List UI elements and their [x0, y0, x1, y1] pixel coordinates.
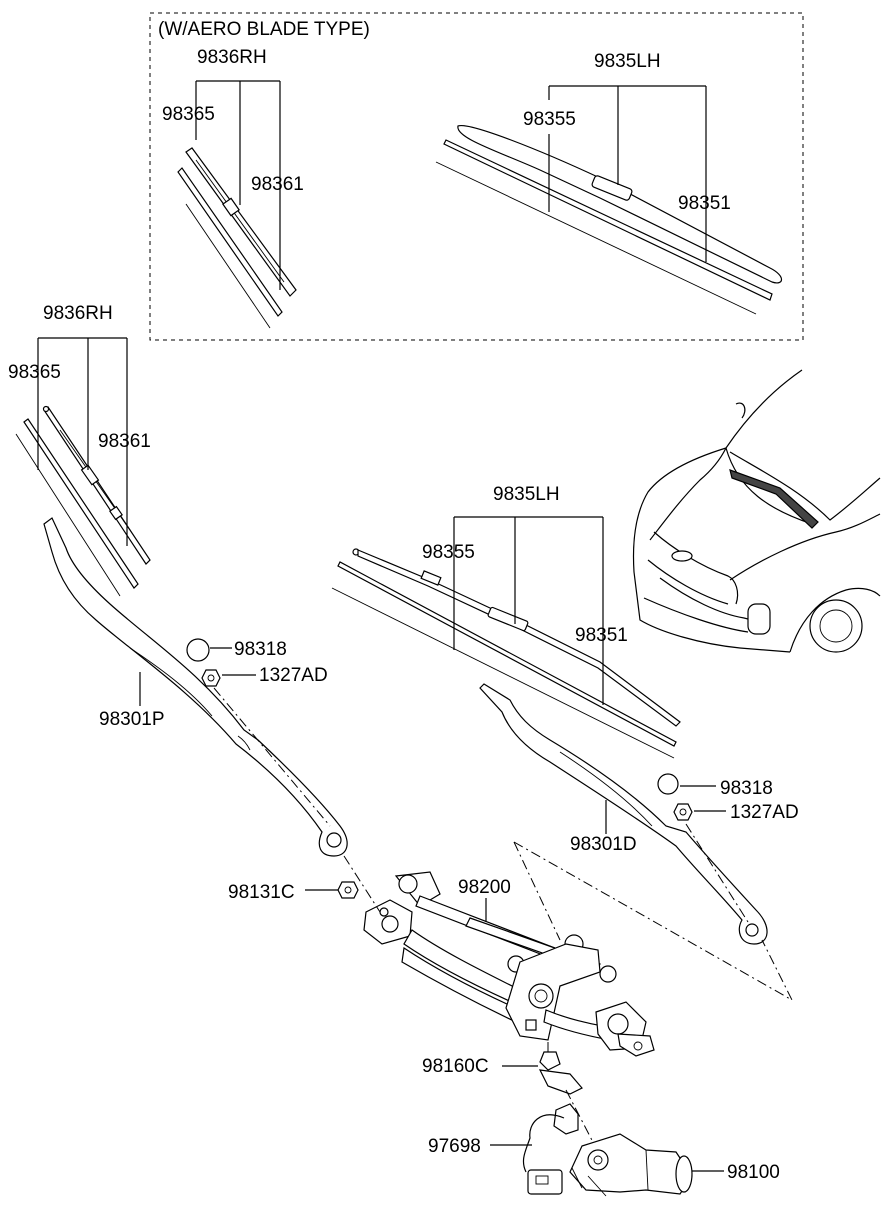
- aero-lh-blade-drawing: [435, 125, 783, 315]
- standard-lh-blade-label: 98351: [575, 625, 628, 646]
- connector-label: 97698: [428, 1136, 481, 1157]
- aero-lh-refill-label: 98355: [523, 109, 576, 130]
- standard-lh-assembly-label: 9835LH: [493, 484, 560, 505]
- lh-wiper-arm-section: 98318 1327AD 98301D: [479, 683, 799, 945]
- rh-cap-label: 98318: [234, 639, 287, 660]
- standard-rh-assembly-label: 9836RH: [43, 303, 113, 324]
- standard-rh-refill-label: 98365: [8, 362, 61, 383]
- pivot-nut-label: 98131C: [228, 882, 295, 903]
- linkage-assembly-drawing: [363, 871, 655, 1057]
- standard-rh-blade-section: 9836RH 98365 98361: [8, 303, 151, 597]
- aero-rh-blade-drawing: [177, 147, 297, 329]
- linkage-assembly-label: 98200: [458, 877, 511, 898]
- aero-lh-assembly-label: 9835LH: [594, 51, 661, 72]
- standard-lh-blade-section: 9835LH 98355 98351: [331, 484, 681, 759]
- lh-cap-label: 98318: [720, 778, 773, 799]
- standard-lh-blade-drawing: [331, 548, 681, 759]
- aero-blade-section: (W/AERO BLADE TYPE) 9836RH 98365 98361 9…: [149, 12, 804, 341]
- lh-nut-label: 1327AD: [730, 802, 799, 823]
- standard-rh-blade-label: 98361: [98, 431, 151, 452]
- standard-lh-refill-label: 98355: [422, 542, 475, 563]
- aero-lh-blade-label: 98351: [678, 193, 731, 214]
- rh-wiper-arm-section: 98318 1327AD 98301P: [43, 517, 348, 857]
- aero-rh-refill-label: 98365: [162, 104, 215, 125]
- standard-rh-blade-drawing: [15, 405, 151, 597]
- lh-wiper-arm-drawing: [479, 683, 768, 945]
- lh-arm-label: 98301D: [570, 834, 637, 855]
- rh-nut-label: 1327AD: [259, 665, 328, 686]
- motor-label: 98100: [727, 1162, 780, 1183]
- aero-rh-assembly-label: 9836RH: [197, 47, 267, 68]
- wiper-motor-drawing: [522, 1103, 693, 1197]
- vehicle-location-illustration: [632, 369, 881, 653]
- linkage-section: 98131C 98200 98160C 97698 98100: [228, 841, 794, 1197]
- crank-nut-label: 98160C: [422, 1056, 489, 1077]
- aero-blade-box: [149, 12, 804, 341]
- rh-wiper-arm-drawing: [43, 517, 348, 857]
- rh-arm-label: 98301P: [99, 709, 165, 730]
- aero-box-title: (W/AERO BLADE TYPE): [158, 19, 370, 40]
- aero-rh-blade-label: 98361: [251, 174, 304, 195]
